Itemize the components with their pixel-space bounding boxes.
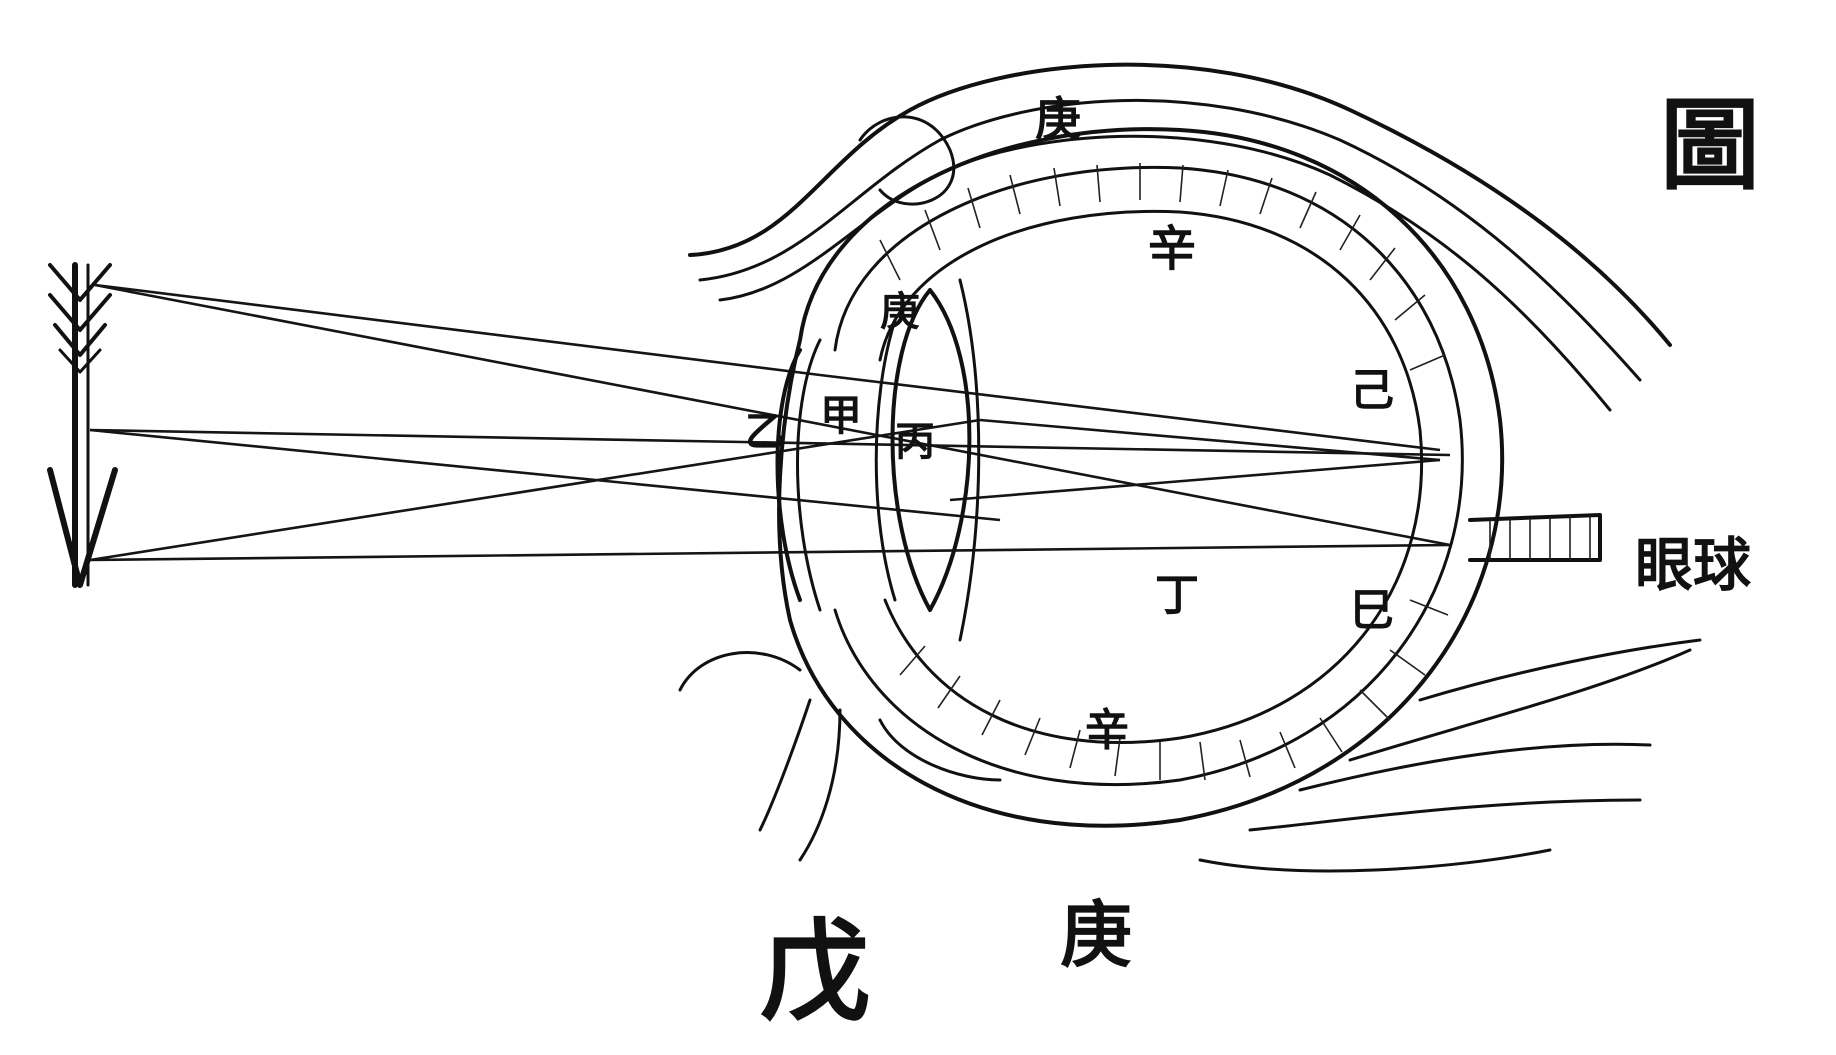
label-eyeball: 眼球: [1635, 531, 1752, 599]
label-geng-bottom: 庚: [1060, 892, 1132, 977]
cornea-and-lens: [778, 280, 979, 640]
label-si: 巳: [1350, 585, 1394, 636]
label-bing: 丙: [895, 418, 935, 465]
label-jia: 甲: [820, 391, 862, 440]
label-ding: 丁: [1155, 570, 1199, 621]
object-arrow: [50, 265, 115, 585]
label-geng-lens: 庚: [880, 288, 920, 335]
label-title: 圖: [1660, 86, 1760, 204]
label-geng-top: 庚: [1035, 92, 1081, 146]
diagram-labels: 圖 眼球 辛 辛 己 巳 丁 乙 甲 丙 庚 庚 庚 戊: [745, 86, 1760, 1036]
label-xin-bottom: 辛: [1085, 705, 1129, 756]
label-xin-top: 辛: [1148, 221, 1196, 277]
orbit-tissue: [680, 65, 1700, 871]
label-wu: 戊: [760, 907, 870, 1036]
label-yi: 乙: [745, 408, 785, 455]
label-ji: 己: [1350, 365, 1394, 416]
